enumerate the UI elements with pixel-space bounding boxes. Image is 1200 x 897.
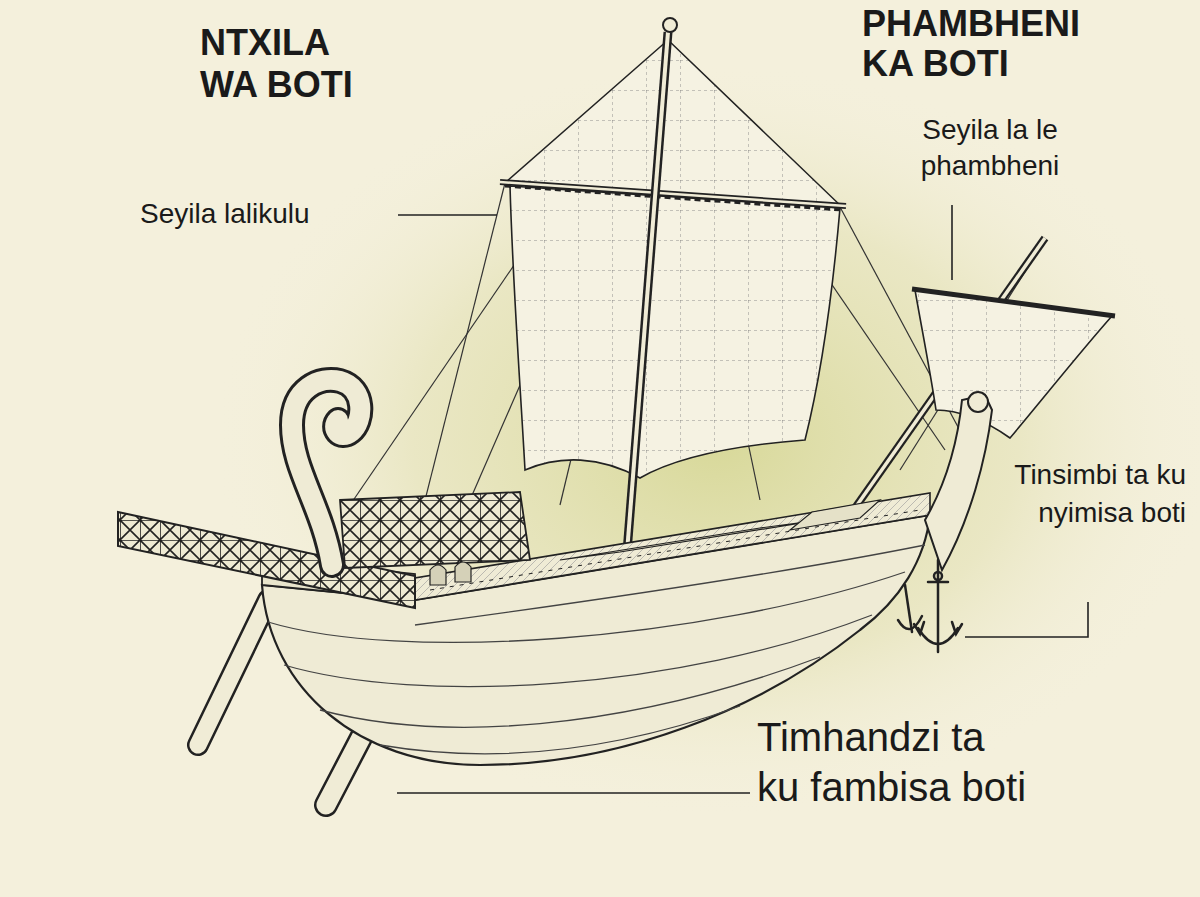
swan-neck bbox=[292, 380, 360, 565]
cabin-arches bbox=[430, 562, 471, 585]
mast-top bbox=[663, 18, 677, 32]
swan-neck-outline bbox=[292, 380, 360, 565]
stem-head bbox=[968, 392, 988, 412]
anchors bbox=[898, 560, 962, 652]
sail-fringe bbox=[505, 186, 842, 210]
top-sail bbox=[505, 40, 842, 207]
background-glow bbox=[100, 20, 1200, 860]
yard-highlight bbox=[500, 182, 846, 206]
foresail-label: Seyila la le phambheni bbox=[885, 112, 1095, 184]
hatch bbox=[560, 520, 820, 560]
main-mast bbox=[626, 32, 668, 565]
main-sail bbox=[510, 186, 840, 478]
deck-box bbox=[790, 500, 880, 530]
bow-heading: PHAMBHENI KA BOTI bbox=[862, 4, 1124, 84]
oar-label: Timhandzi ta ku fambisa boti bbox=[757, 712, 1033, 812]
yard bbox=[500, 182, 846, 206]
rigging bbox=[350, 40, 1045, 520]
main-mast-highlight bbox=[626, 32, 668, 565]
stern-heading: NTXILA WA BOTI bbox=[200, 22, 378, 106]
leader-lines bbox=[397, 205, 1088, 793]
fore-yard bbox=[912, 289, 1115, 316]
stem-post bbox=[925, 395, 992, 570]
mainsail-label: Seyila lalikulu bbox=[140, 196, 310, 232]
stern-cabin bbox=[340, 492, 530, 568]
anchor-label: Tinsimbi ta ku nyimisa boti bbox=[1008, 456, 1186, 532]
